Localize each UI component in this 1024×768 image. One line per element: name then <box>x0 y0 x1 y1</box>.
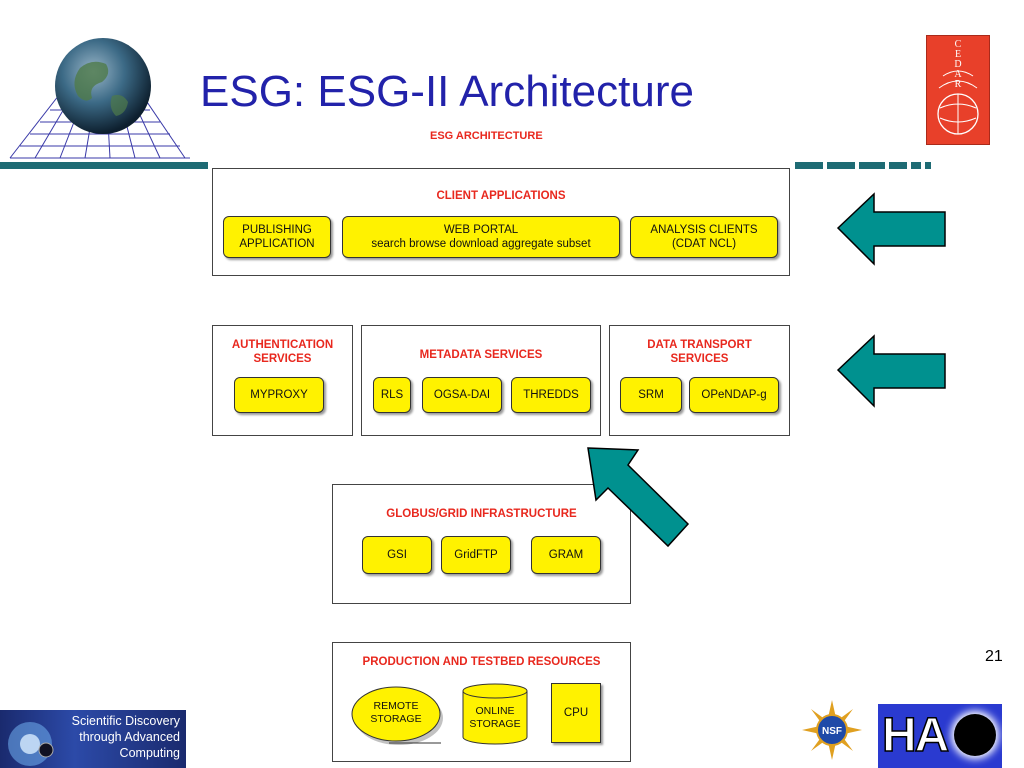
rls-box: RLS <box>373 377 411 413</box>
metadata-services-heading: METADATA SERVICES <box>419 349 543 361</box>
srm-box: SRM <box>620 377 682 413</box>
hao-sun-icon <box>954 714 996 756</box>
slide-title: ESG: ESG-II Architecture <box>200 67 694 116</box>
hao-logo: HA <box>878 704 1002 768</box>
arrow-metadata-services-icon <box>587 447 690 548</box>
arrow-data-transport-icon <box>836 334 946 408</box>
hao-letters: HA <box>881 709 950 763</box>
metadata-services-panel: METADATA SERVICES RLS OGSA-DAI THREDDS <box>361 325 601 436</box>
remote-storage-shape <box>351 686 443 745</box>
arrow-client-applications-icon <box>836 192 946 266</box>
scidac-logo: Scientific Discovery through Advanced Co… <box>0 710 186 768</box>
svg-text:NSF: NSF <box>822 726 842 737</box>
analysis-clients-box: ANALYSIS CLIENTS(CDAT NCL) <box>630 216 778 258</box>
page-number: 21 <box>985 648 1003 665</box>
online-storage-cylinder-icon <box>462 683 528 745</box>
client-applications-heading: CLIENT APPLICATIONS <box>436 190 566 202</box>
globus-grid-panel: GLOBUS/GRID INFRASTRUCTURE GSI GridFTP G… <box>332 484 631 604</box>
globus-grid-heading: GLOBUS/GRID INFRASTRUCTURE <box>386 508 577 520</box>
gridftp-box: GridFTP <box>441 536 511 574</box>
gsi-box: GSI <box>362 536 432 574</box>
thredds-box: THREDDS <box>511 377 591 413</box>
gram-box: GRAM <box>531 536 601 574</box>
globe-grid-logo <box>9 38 190 159</box>
diagram-title: ESG ARCHITECTURE <box>430 130 543 142</box>
opendap-g-box: OPeNDAP-g <box>689 377 779 413</box>
cedar-letters: C E D A R <box>954 39 962 90</box>
scidac-burst-icon <box>8 722 54 766</box>
nsf-logo: NSF <box>802 700 862 760</box>
production-resources-heading: PRODUCTION AND TESTBED RESOURCES <box>362 656 601 668</box>
scidac-text: Scientific Discovery through Advanced Co… <box>71 714 180 760</box>
cedar-logo: C E D A R <box>926 35 990 145</box>
cedar-emblem-icon <box>937 70 979 135</box>
ogsa-dai-box: OGSA-DAI <box>422 377 502 413</box>
cpu-box: CPU <box>551 683 601 743</box>
myproxy-box: MYPROXY <box>234 377 324 413</box>
header-rule-left <box>0 162 208 169</box>
